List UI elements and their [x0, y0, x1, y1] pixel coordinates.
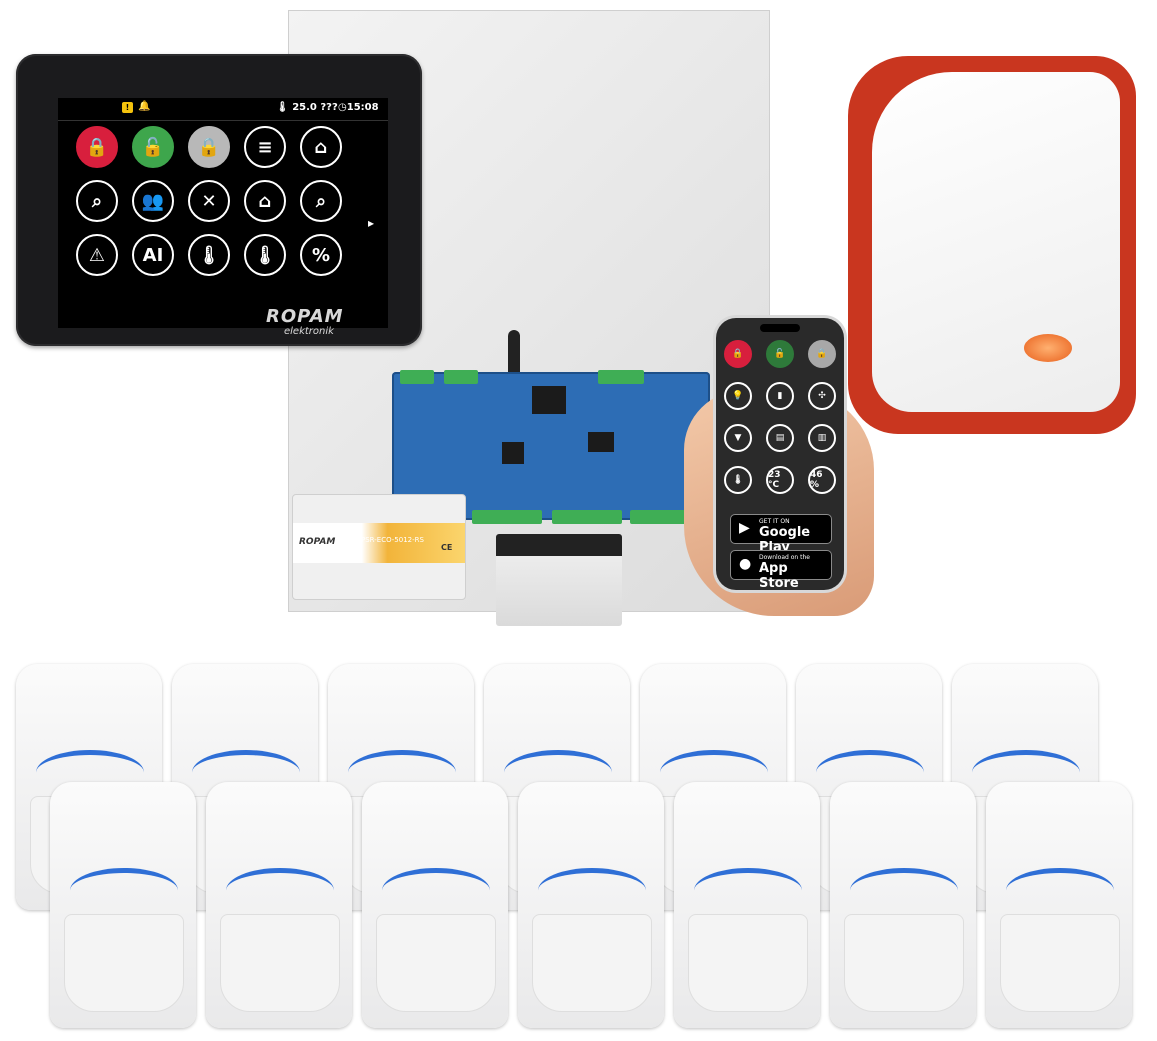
board-chip [502, 442, 524, 464]
blind-down-icon: ▼ [724, 424, 752, 452]
pir-motion-detector [518, 782, 664, 1028]
thermometer-icon: 🌡 [188, 234, 230, 276]
pir-led-arc [1006, 868, 1114, 913]
pir-led-arc [382, 868, 490, 913]
pir-led-arc [348, 750, 456, 795]
next-page-arrow-icon: ▸ [368, 216, 375, 230]
fan-icon: ✣ [808, 382, 836, 410]
garage-icon: ▥ [808, 424, 836, 452]
light-bulb-icon: 💡 [724, 382, 752, 410]
apple-icon: ● [739, 556, 752, 572]
smartphone: 🔒 🔓 🔒 💡 ▮ ✣ ▼ ▤ ▥ 🌡 23 °C 46 % ▶ GET IT ON Google P… [716, 318, 844, 591]
backup-battery [496, 534, 622, 626]
home-zone-icon: ⌂ [244, 180, 286, 222]
psu-label-band [293, 523, 465, 563]
terminal-block [552, 510, 622, 524]
pir-motion-detector [50, 782, 196, 1028]
home-settings-icon: ⌂ [300, 126, 342, 168]
event-log-icon: ≡ [244, 126, 286, 168]
pir-lens [532, 914, 652, 1012]
humidity-percent-icon: % [300, 234, 342, 276]
terminal-block [400, 370, 434, 384]
bell-icon: 🔔 [138, 101, 151, 112]
pir-lens [1000, 914, 1120, 1012]
blind-icon: ▤ [766, 424, 794, 452]
board-chip [532, 386, 566, 414]
app-store-badge: ● Download on the App Store [730, 550, 832, 591]
battery-top [496, 534, 622, 556]
pir-led-arc [70, 868, 178, 913]
pir-lens [844, 914, 964, 1012]
keypad-status-bar: ! 🔔 🌡 25.0 ??? ◷15:08 [58, 98, 388, 121]
psu-logo: ROPAM [299, 537, 336, 547]
terminal-block [444, 370, 478, 384]
terminal-block [472, 510, 542, 524]
temperature-readout: 🌡 25.0 ??? [276, 102, 338, 113]
touch-keypad: ! 🔔 🌡 25.0 ??? ◷15:08 🔒 🔓 🔒 ≡ ⌂ ⌕ 👥 ✕ ⌂ ⌕ ⚠ AI 🌡 🌡% ▸… [16, 54, 422, 346]
thermometer-icon: 🌡 [724, 466, 752, 494]
analog-input-icon: AI [132, 234, 174, 276]
humidity-reading-icon: 46 % [808, 466, 836, 494]
gate-icon: ▮ [766, 382, 794, 410]
siren-led [1024, 334, 1072, 362]
pir-lens [688, 914, 808, 1012]
pir-led-arc [192, 750, 300, 795]
outdoor-siren [848, 56, 1136, 434]
users-icon: 👥 [132, 180, 174, 222]
siren-cover [872, 72, 1120, 412]
ce-mark: CE [441, 543, 453, 552]
pir-led-arc [850, 868, 958, 913]
pir-lens [376, 914, 496, 1012]
search-doc-icon: ⌕ [300, 180, 342, 222]
pir-led-arc [504, 750, 612, 795]
pir-motion-detector [830, 782, 976, 1028]
pir-led-arc [226, 868, 334, 913]
pir-led-arc [694, 868, 802, 913]
google-play-badge: ▶ GET IT ON Google Play [730, 514, 832, 555]
power-supply-module: ROPAM PSR-ECO-5012-RS CE [292, 494, 466, 600]
ropam-logo: ROPAM [266, 306, 344, 327]
pir-led-arc [538, 868, 646, 913]
lock-grey-icon: 🔒 [188, 126, 230, 168]
pir-lens [220, 914, 340, 1012]
pir-motion-detector [362, 782, 508, 1028]
google-play-icon: ▶ [739, 520, 750, 536]
keypad-screen: ! 🔔 🌡 25.0 ??? ◷15:08 🔒 🔓 🔒 ≡ ⌂ ⌕ 👥 ✕ ⌂ ⌕ ⚠ AI 🌡 🌡% ▸ [58, 98, 388, 328]
pir-motion-detector [206, 782, 352, 1028]
search-zone-icon: ⌕ [76, 180, 118, 222]
alert-badge: ! [122, 102, 133, 113]
phone-notch [760, 324, 800, 332]
terminal-block [630, 510, 700, 524]
pir-led-arc [972, 750, 1080, 795]
warning-icon: ⚠ [76, 234, 118, 276]
ropam-logo-sub: elektronik [284, 326, 334, 337]
arm-lock-red-icon: 🔒 [724, 340, 752, 368]
humidity-thermometer-icon: 🌡 [244, 234, 286, 276]
terminal-block [598, 370, 644, 384]
phone-icon-grid: 🔒 🔓 🔒 💡 ▮ ✣ ▼ ▤ ▥ 🌡 23 °C 46 % [724, 340, 836, 494]
board-chip [588, 432, 614, 452]
disarm-lock-green-icon: 🔓 [766, 340, 794, 368]
disarm-lock-green-icon: 🔓 [132, 126, 174, 168]
keypad-icon-grid: 🔒 🔓 🔒 ≡ ⌂ ⌕ 👥 ✕ ⌂ ⌕ ⚠ AI 🌡 🌡% [76, 126, 342, 276]
psu-model: PSR-ECO-5012-RS [361, 536, 424, 544]
pir-led-arc [660, 750, 768, 795]
pir-lens [64, 914, 184, 1012]
lock-grey-icon: 🔒 [808, 340, 836, 368]
tools-icon: ✕ [188, 180, 230, 222]
arm-lock-red-icon: 🔒 [76, 126, 118, 168]
pir-led-arc [816, 750, 924, 795]
temperature-reading-icon: 23 °C [766, 466, 794, 494]
pir-motion-detector [674, 782, 820, 1028]
pir-led-arc [36, 750, 144, 795]
pir-motion-detector [986, 782, 1132, 1028]
clock-readout: ◷15:08 [338, 102, 379, 113]
main-board [392, 370, 710, 524]
